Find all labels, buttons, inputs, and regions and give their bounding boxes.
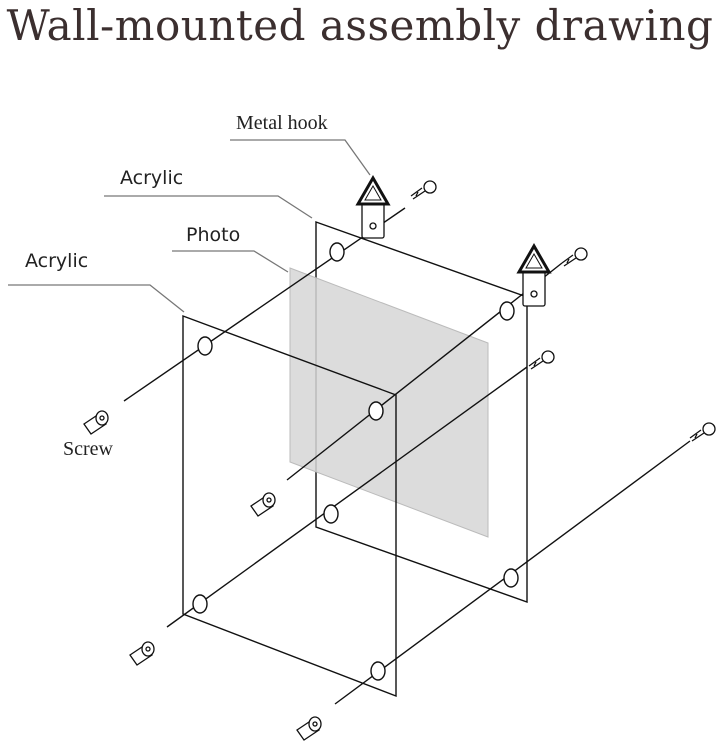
screw-icon [410, 180, 437, 200]
metal-hook-icon [516, 242, 552, 307]
screw-icon [561, 247, 588, 267]
label-acrylic-front: Acrylic [25, 250, 89, 272]
screw-icon [528, 350, 555, 370]
hole-front-top-left [197, 336, 213, 356]
leader-acrylic-front [8, 284, 185, 313]
photo-sheet [289, 267, 489, 538]
hole-back-top-right [499, 301, 515, 321]
hole-back-bottom-right [503, 568, 519, 588]
axis-line-top-right [286, 262, 563, 481]
screw-cap-icon [296, 716, 322, 741]
hole-back-bottom-left [323, 504, 339, 524]
screw-cap-icon [83, 410, 109, 435]
leader-acrylic-back [104, 195, 313, 219]
screw-cap-icon [250, 492, 276, 517]
screw-cap-icon [129, 641, 155, 666]
axis-line-bottom-left [166, 366, 528, 628]
page-title: Wall-mounted assembly drawing [6, 1, 714, 50]
metal-hook-icon [355, 174, 391, 239]
panel-holes [192, 242, 519, 681]
leader-metal-hook [230, 139, 371, 176]
hole-front-bottom-left [192, 594, 208, 614]
front-acrylic-panel [182, 314, 397, 698]
label-screw: Screw [63, 438, 113, 460]
hole-front-top-right [368, 401, 384, 421]
hole-back-top-left [329, 242, 345, 262]
screw-icon [689, 422, 716, 442]
leader-lines [8, 139, 371, 313]
label-metal-hook: Metal hook [236, 112, 328, 134]
leader-photo [172, 250, 289, 273]
label-photo: Photo [186, 224, 241, 246]
hole-front-bottom-right [370, 661, 386, 681]
label-acrylic-back: Acrylic [120, 167, 184, 189]
axis-line-top-left [123, 207, 406, 402]
